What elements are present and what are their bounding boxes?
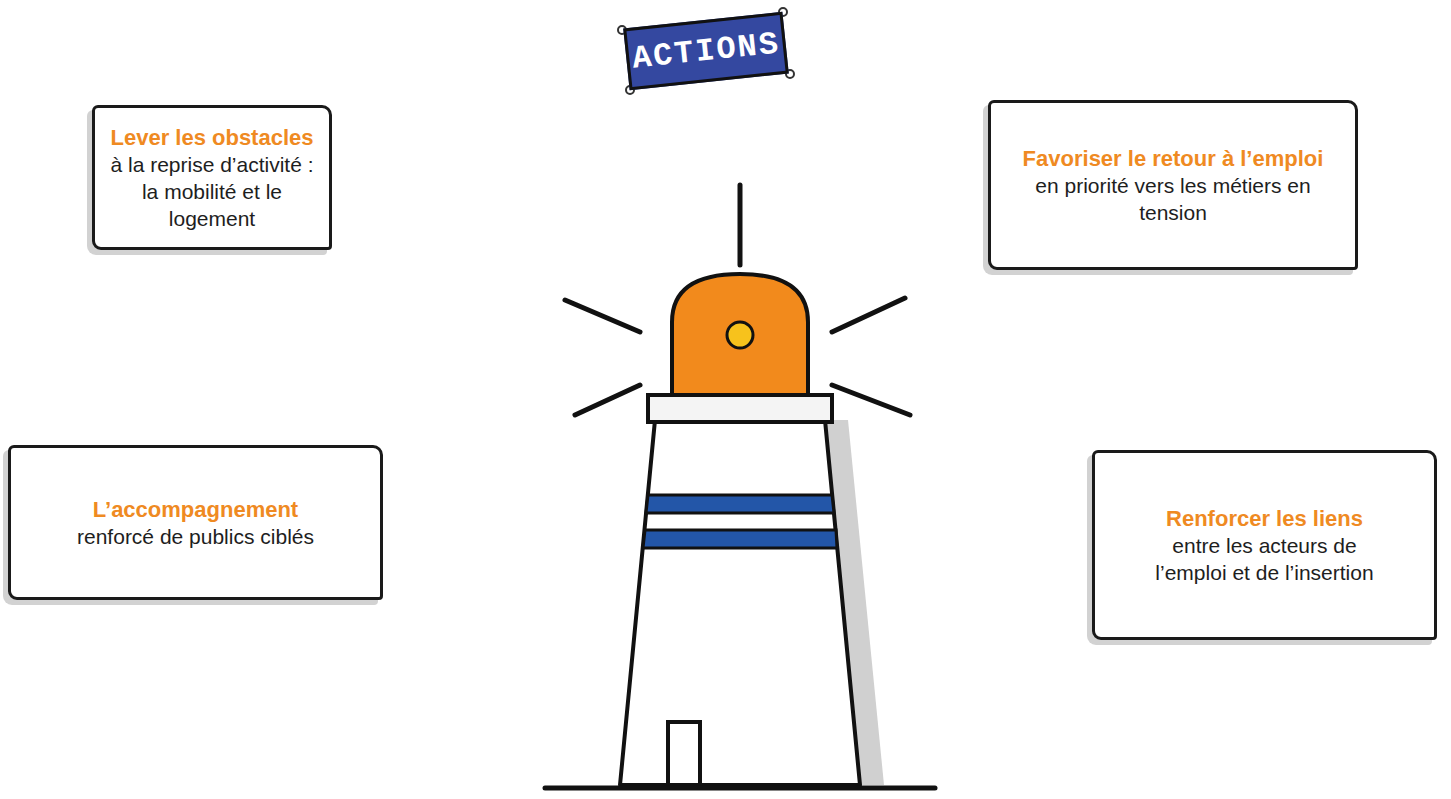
box-body: en priorité vers les métiers en tension	[1021, 172, 1325, 226]
box-heading: Favoriser le retour à l’emploi	[1023, 145, 1324, 172]
flag-pole	[738, 185, 743, 265]
tower-body	[620, 420, 860, 785]
box-body: à la reprise d’activité : la mobilité et…	[109, 151, 315, 232]
action-box: Renforcer les liensentre les acteurs de …	[1092, 450, 1437, 640]
tower-door	[668, 722, 700, 785]
ground-line	[545, 786, 935, 791]
action-box: L’accompagnementrenforcé de publics cibl…	[8, 445, 383, 600]
lamp-light	[727, 322, 753, 348]
box-heading: Renforcer les liens	[1166, 505, 1363, 532]
tower-gallery	[648, 395, 832, 422]
flag-sign: ACTIONS	[623, 12, 789, 90]
action-box: Favoriser le retour à l’emploien priorit…	[988, 100, 1358, 270]
box-heading: L’accompagnement	[93, 496, 298, 523]
flag-pins	[618, 8, 794, 94]
tower-stripe	[646, 495, 834, 513]
box-heading: Lever les obstacles	[110, 124, 313, 151]
flag-text: ACTIONS	[630, 25, 781, 77]
box-body: entre les acteurs de l’emploi et de l’in…	[1150, 532, 1379, 586]
lamp-dome	[672, 274, 808, 395]
tower-stripe	[643, 530, 837, 548]
action-box: Lever les obstaclesà la reprise d’activi…	[92, 105, 332, 250]
box-body: renforcé de publics ciblés	[77, 523, 314, 550]
